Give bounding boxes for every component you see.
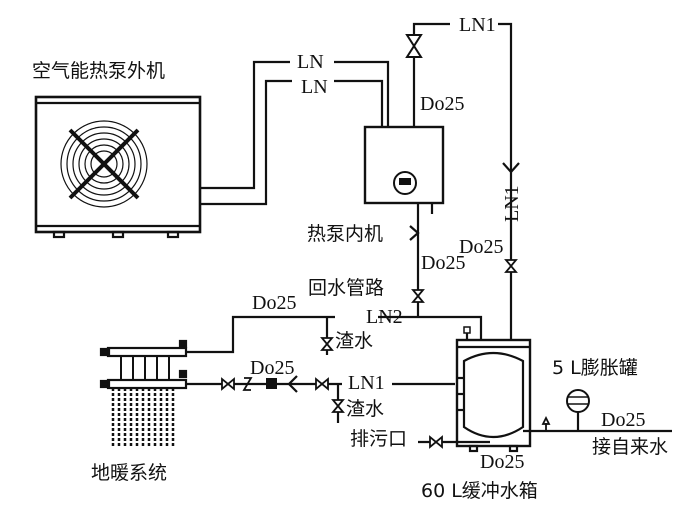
do25-return-label: Do25 (252, 292, 297, 314)
ln-upper-label: LN (297, 51, 324, 73)
indoor-strainer-icon (409, 225, 420, 241)
return-line-label: 回水管路 (308, 277, 385, 299)
ln-lower-label: LN (301, 76, 328, 98)
valve-icon-ln1-riser (504, 259, 518, 273)
buffer-tank-label: 60 L缓冲水箱 (421, 480, 538, 502)
do25-supply-label: Do25 (250, 357, 295, 379)
outdoor-unit-label: 空气能热泵外机 (32, 60, 166, 82)
valve-icon-drain (429, 435, 443, 449)
check-valve-icon (242, 377, 253, 391)
floor-heating-manifold (99, 339, 188, 447)
do25-indoor-bottom-label: Do25 (421, 252, 466, 274)
valve-icon-slag-2 (331, 399, 345, 413)
ln1-vertical-label: LN1 (501, 185, 523, 222)
do25-ln1-riser-label: Do25 (459, 236, 504, 258)
expansion-tank-label: 5 L膨胀罐 (552, 357, 638, 379)
valve-icon-supply-2 (315, 377, 329, 391)
valve-icon-return (411, 289, 425, 303)
buffer-tank (455, 326, 532, 453)
expansion-tank-icon (566, 389, 590, 431)
slag-drain-1-label: 渣水 (335, 330, 374, 352)
ln1-top-label: LN1 (459, 14, 496, 36)
air-vent-icon (541, 415, 551, 431)
strainer-arrow-icon (287, 375, 298, 393)
return-pipe-ln2 (187, 315, 483, 354)
check-arrow-icon (502, 162, 520, 174)
water-supply-label: 接自来水 (592, 436, 669, 458)
valve-icon-slag-1 (320, 337, 334, 351)
indoor-unit (363, 125, 445, 214)
ln1-mid-label: LN1 (348, 372, 385, 394)
floor-heating-label: 地暖系统 (91, 462, 168, 484)
ln1-supply-pipe (412, 22, 513, 340)
valve-icon-supply-1 (221, 377, 235, 391)
do25-water-supply-label: Do25 (601, 409, 646, 431)
indoor-unit-label: 热泵内机 (307, 223, 384, 245)
slag-drain-2-label: 渣水 (346, 398, 385, 420)
drain-outlet-label: 排污口 (350, 428, 408, 450)
ln2-label: LN2 (366, 306, 403, 328)
outdoor-unit (34, 95, 202, 239)
do25-tank-bottom-label: Do25 (480, 451, 525, 473)
fan-icon (60, 120, 148, 208)
ln-pipe-upper (200, 60, 390, 190)
valve-icon-top (405, 34, 423, 58)
do25-indoor-top-label: Do25 (420, 93, 465, 115)
filter-icon (266, 378, 277, 389)
ln-pipe-lower (200, 79, 384, 206)
